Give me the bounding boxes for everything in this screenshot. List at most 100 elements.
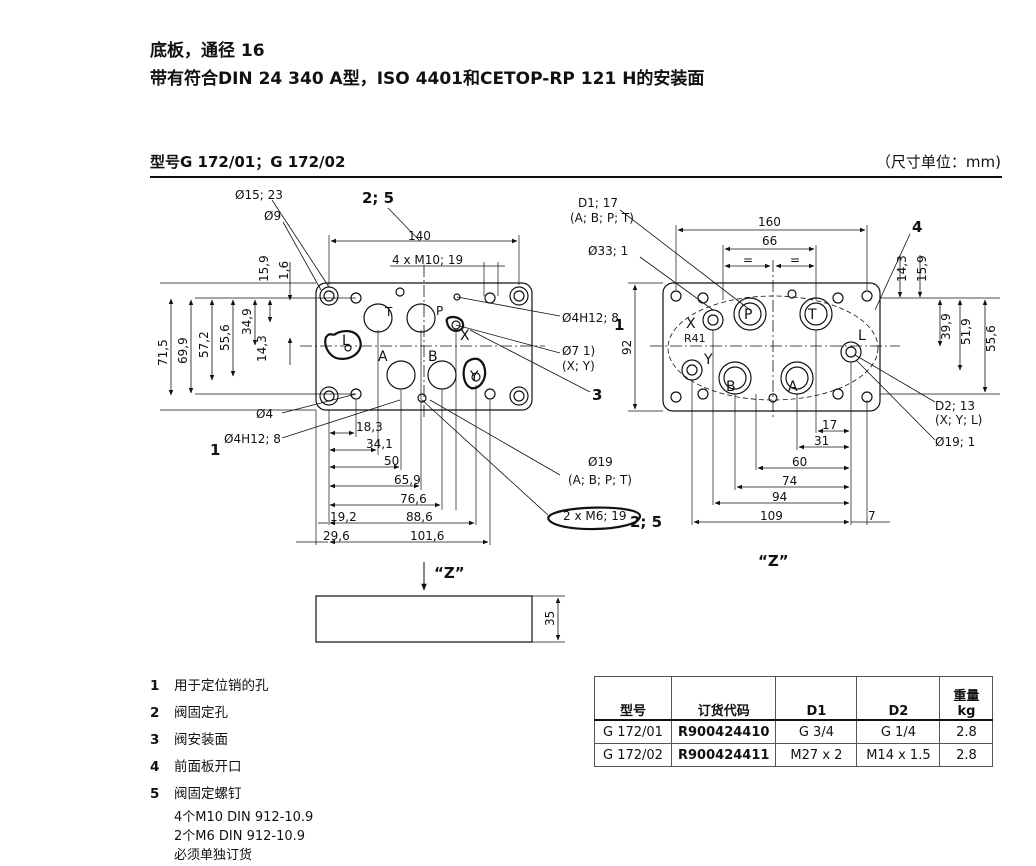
dim-71-5: 71,5 (156, 339, 170, 366)
label-ref25b: 2; 5 (630, 513, 662, 531)
dim-88-6: 88,6 (406, 510, 433, 524)
left-label-p: P (436, 304, 443, 318)
label-d15: Ø15; 23 (235, 188, 283, 202)
dim-r-17: 17 (822, 418, 837, 432)
left-label-x: X (460, 328, 470, 344)
left-port-x (451, 320, 461, 330)
label-eq-1: = (743, 253, 753, 267)
right-view-z-label: “Z” (758, 552, 789, 570)
label-eq-2: = (790, 253, 800, 267)
dim-57-2: 57,2 (197, 331, 211, 358)
label-d4: Ø4 (256, 407, 273, 421)
cell-code: R900424410 (670, 719, 777, 744)
marker-l (324, 330, 362, 360)
label-w66: 66 (762, 234, 777, 248)
label-d4h8: Ø4H12; 8 (562, 311, 619, 325)
marker-x (445, 315, 465, 332)
label-r-d19: Ø19; 1 (935, 435, 975, 449)
marker-y (462, 357, 487, 390)
title-line-2: 带有符合DIN 24 340 A型，ISO 4401和CETOP-RP 121 … (150, 69, 705, 89)
label-xy: (X; Y) (562, 359, 595, 373)
dim-r-60: 60 (792, 455, 807, 469)
left-label-t: T (384, 305, 393, 319)
dim-1-6: 1,6 (277, 261, 291, 280)
left-port-a (386, 360, 416, 390)
right-label-r41: R41 (684, 332, 706, 345)
table-row: G 172/02 R900424411 M27 x 2 M14 x 1.5 2.… (594, 743, 994, 767)
label-d1: D1; 17 (578, 196, 618, 210)
title-line-1: 底板，通径 16 (150, 41, 265, 61)
right-label-b: B (726, 379, 736, 395)
right-label-t: T (807, 307, 817, 323)
dim-19-2: 19,2 (330, 510, 357, 524)
th-d1: D1 (775, 676, 858, 721)
dim-r-74: 74 (782, 474, 797, 488)
th-d2: D2 (856, 676, 941, 721)
left-label-y: Y (469, 369, 479, 385)
header-rule (150, 176, 1002, 178)
left-port-y (471, 372, 481, 382)
dim-101-6: 101,6 (410, 529, 444, 543)
label-ref3: 3 (592, 386, 602, 404)
label-d7: Ø7 1) (562, 344, 595, 358)
dim-55-6: 55,6 (218, 324, 232, 351)
label-xyl: (X; Y; L) (935, 413, 982, 427)
dim-r-51-9: 51,9 (959, 318, 973, 345)
view-z-block (315, 595, 533, 643)
left-label-b: B (428, 349, 438, 365)
right-label-p: P (744, 307, 752, 323)
cell-d1: M27 x 2 (775, 743, 858, 767)
right-label-x: X (686, 316, 696, 332)
label-d2: D2; 13 (935, 399, 975, 413)
right-view (619, 209, 1000, 525)
view-z-height: 35 (543, 611, 557, 626)
right-view-text: X P T R41 Y B A L D1; 17 (A; B; P; T) Ø3… (570, 196, 998, 523)
label-r-abpt: (A; B; P; T) (570, 211, 634, 225)
label-d33: Ø33; 1 (588, 244, 628, 258)
cell-model: G 172/02 (594, 743, 672, 767)
left-label-a: A (378, 349, 388, 365)
marker-m6 (546, 506, 642, 531)
dim-65-9: 65,9 (394, 473, 421, 487)
model-line: 型号G 172/01；G 172/02 (150, 153, 346, 171)
view-z (315, 562, 565, 643)
dim-50: 50 (384, 454, 399, 468)
label-abpt: (A; B; P; T) (568, 473, 632, 487)
label-ref1b: 1 (210, 441, 220, 459)
left-port-b (427, 360, 457, 390)
label-ref25: 2; 5 (362, 189, 394, 207)
dim-14-3: 14,3 (255, 335, 269, 362)
unit-note: （尺寸单位：mm) (875, 153, 1001, 171)
right-label-l: L (858, 328, 866, 344)
view-z-label: “Z” (434, 564, 465, 582)
dim-r-94: 94 (772, 490, 787, 504)
dim-15-9: 15,9 (257, 255, 271, 282)
dim-29-6: 29,6 (323, 529, 350, 543)
label-d4h8b: Ø4H12; 8 (224, 432, 281, 446)
label-d9: Ø9 (264, 209, 281, 223)
dim-r-15-9: 15,9 (915, 255, 929, 282)
label-w160: 160 (758, 215, 781, 229)
dim-92: 92 (620, 340, 634, 355)
note-5-line-3: 必须单独订货 (174, 848, 253, 863)
note-5-line-1: 4个M10 DIN 912-10.9 (174, 810, 314, 825)
dim-r-7: 7 (868, 509, 876, 523)
note-5-line-2: 2个M6 DIN 912-10.9 (174, 829, 306, 844)
left-view (160, 199, 642, 545)
dim-r-39-9: 39,9 (939, 313, 953, 340)
right-label-y: Y (703, 352, 713, 368)
label-ref4: 4 (912, 218, 922, 236)
dim-r-14-3: 14,3 (895, 255, 909, 282)
dim-r-31: 31 (814, 434, 829, 448)
left-view-text: T P X A B Y L Ø15; 23 Ø9 2; 5 140 4 x M1… (156, 188, 662, 543)
cell-code: R900424411 (670, 743, 777, 767)
cell-d2: M14 x 1.5 (856, 743, 941, 767)
cell-weight: 2.8 (939, 743, 994, 767)
label-ref1a: 1 (614, 316, 624, 334)
